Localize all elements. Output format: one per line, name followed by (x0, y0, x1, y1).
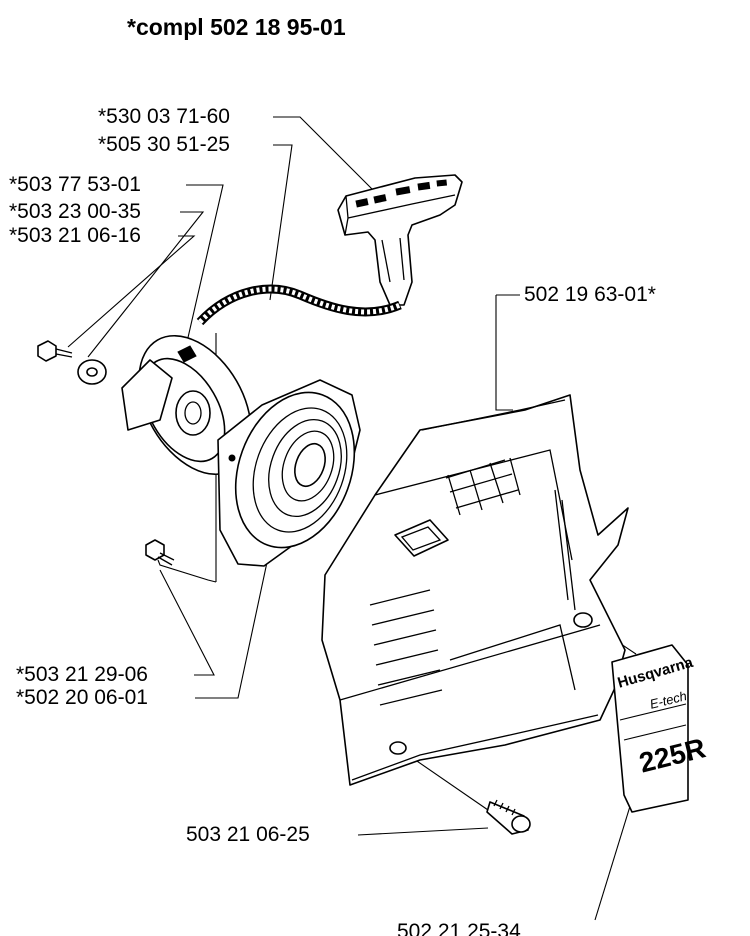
spring-cassette (217, 379, 361, 567)
label-pulley: *503 77 53-01 (9, 173, 141, 196)
label-handle: *530 03 71-60 (98, 105, 230, 128)
decal (611, 644, 689, 813)
leader-decal (594, 802, 632, 921)
leader-rope (269, 144, 293, 301)
label-cover: 502 19 63-01* (524, 283, 656, 306)
starter-handle (337, 174, 463, 306)
leader-washer (87, 211, 205, 358)
spring-screw (145, 539, 175, 566)
diagram-title: *compl 502 18 95-01 (127, 14, 346, 40)
cover-screw (486, 799, 531, 835)
label-center-screw: *503 21 06-16 (9, 224, 141, 247)
pulley (121, 334, 252, 476)
starter-rope (196, 284, 402, 326)
label-washer: *503 23 00-35 (9, 200, 141, 223)
leader-cover-b (495, 295, 513, 411)
leader-spring-screw (159, 569, 215, 676)
starter-cover (321, 394, 629, 786)
label-spring-cassette: *502 20 06-01 (16, 686, 148, 709)
leader-pulley (183, 184, 224, 356)
center-screw (37, 340, 73, 362)
label-spring-screw: *503 21 29-06 (16, 663, 148, 686)
label-cover-screw: 503 21 06-25 (186, 823, 310, 846)
label-rope: *505 30 51-25 (98, 133, 230, 156)
label-decal: 502 21 25-34 (397, 920, 521, 936)
washer (77, 359, 107, 385)
leader-spring-screw-tip (157, 559, 217, 583)
leader-center-screw (67, 235, 196, 348)
leader-cover-screw (357, 827, 489, 836)
leader-handle (273, 116, 384, 201)
